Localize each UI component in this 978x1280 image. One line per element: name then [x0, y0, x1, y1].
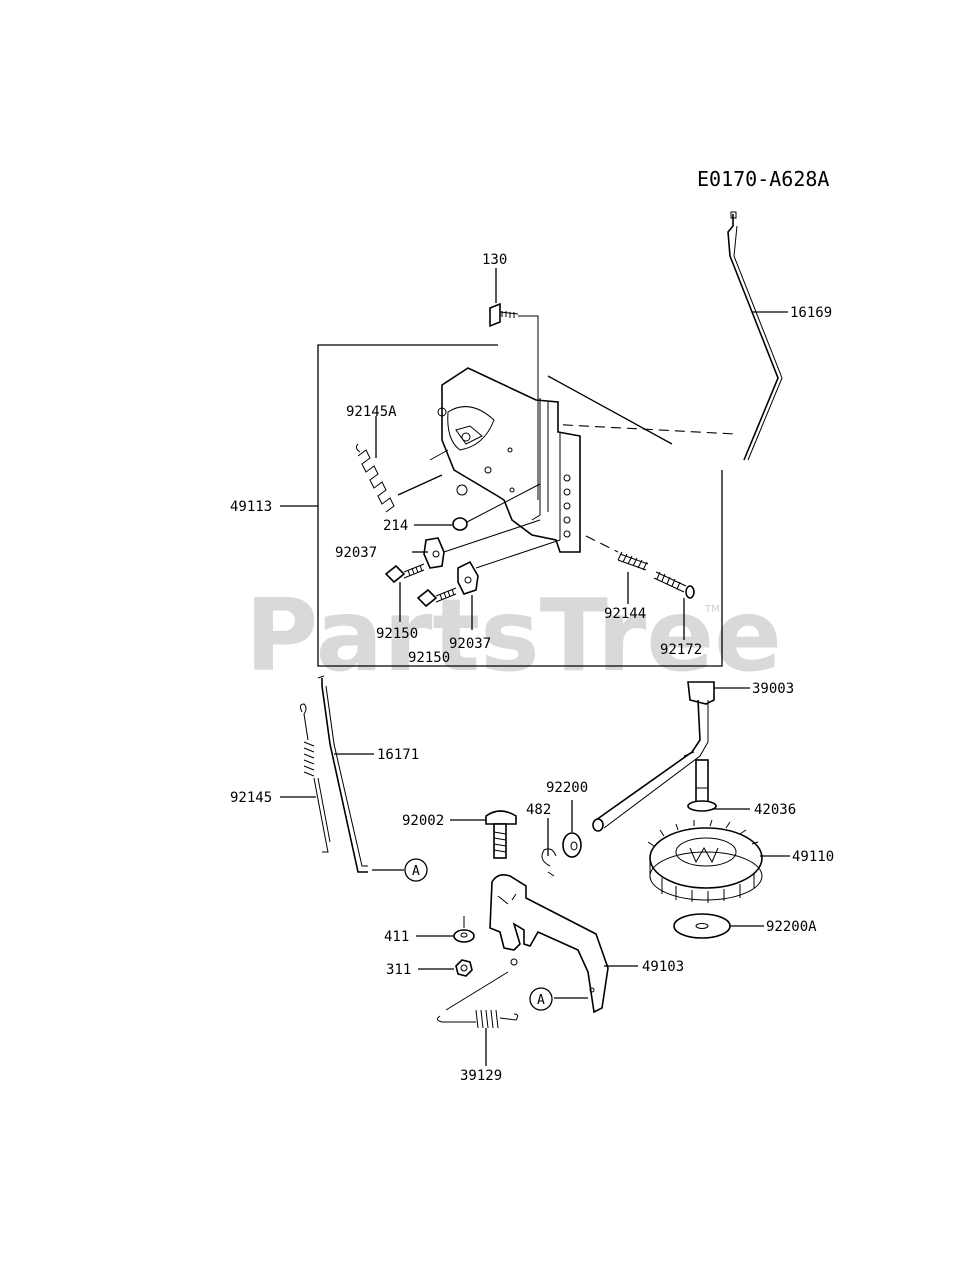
label-130: 130	[482, 252, 507, 268]
label-92172: 92172	[660, 642, 702, 658]
bolt-92172[interactable]	[653, 571, 695, 599]
bolt-130[interactable]	[489, 302, 539, 500]
bolt-92002[interactable]	[485, 810, 517, 859]
label-49110: 49110	[792, 849, 834, 865]
lever-49103[interactable]	[489, 874, 609, 1014]
label-411: 411	[384, 929, 409, 945]
svg-text:A: A	[537, 993, 545, 1008]
callout-A-lower: A	[529, 987, 553, 1011]
label-92200: 92200	[546, 780, 588, 796]
label-49113: 49113	[230, 499, 272, 515]
label-214: 214	[383, 518, 408, 534]
label-92145: 92145	[230, 790, 272, 806]
washer-92200A[interactable]	[673, 913, 731, 939]
spring-92145A[interactable]	[355, 443, 395, 513]
label-42036: 42036	[754, 802, 796, 818]
gear-49110[interactable]	[647, 819, 763, 903]
label-92200A: 92200A	[766, 919, 817, 935]
label-92150-left: 92150	[376, 626, 418, 642]
diagram-code: E0170-A628A	[697, 167, 829, 191]
callout-A-upper: A	[404, 858, 428, 882]
rod-16171[interactable]	[317, 675, 368, 873]
label-92037-upper: 92037	[335, 545, 377, 561]
clamp-92037-lower[interactable]	[457, 560, 479, 595]
label-49103: 49103	[642, 959, 684, 975]
label-92150-right: 92150	[408, 650, 450, 666]
control-panel-assembly-49113[interactable]	[317, 344, 736, 667]
pin-42036[interactable]	[687, 759, 717, 812]
screw-92150-right[interactable]	[416, 587, 457, 608]
spring-92144[interactable]	[585, 535, 649, 571]
label-92002: 92002	[402, 813, 444, 829]
nut-311[interactable]	[455, 959, 473, 977]
clip-482[interactable]	[541, 848, 557, 877]
label-92145A: 92145A	[346, 404, 397, 420]
lockwasher-411[interactable]	[453, 916, 475, 943]
label-92037-lower: 92037	[449, 636, 491, 652]
spring-link-92145[interactable]	[299, 703, 331, 853]
clamp-92037-upper[interactable]	[423, 537, 445, 569]
svg-text:A: A	[412, 864, 420, 879]
label-92144: 92144	[604, 606, 646, 622]
label-482: 482	[526, 802, 551, 818]
shaft-39003[interactable]	[592, 681, 715, 832]
watermark-trademark: TM	[704, 604, 720, 615]
rod-16169[interactable]	[727, 211, 783, 461]
label-311: 311	[386, 962, 411, 978]
label-16169: 16169	[790, 305, 832, 321]
screw-214[interactable]	[452, 483, 541, 531]
spring-39129[interactable]	[436, 971, 519, 1029]
watermark: PartsTree	[245, 577, 782, 694]
label-39129: 39129	[460, 1068, 502, 1084]
washer-92200[interactable]	[562, 832, 582, 858]
label-16171: 16171	[377, 747, 419, 763]
label-39003: 39003	[752, 681, 794, 697]
screw-92150-left[interactable]	[384, 563, 425, 584]
